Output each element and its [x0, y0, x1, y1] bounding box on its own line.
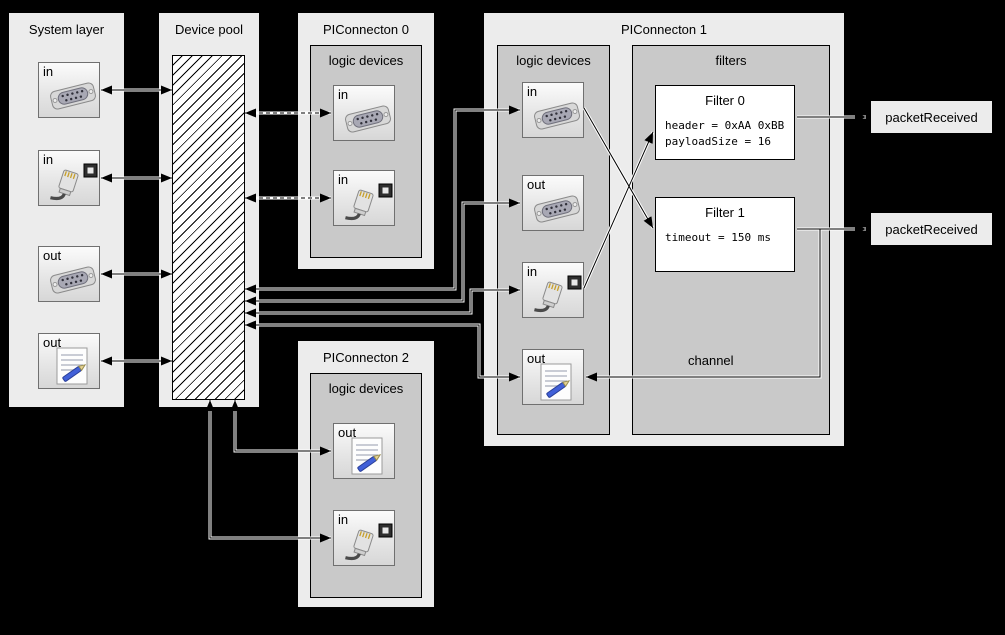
pic0-device-in-serial: in [333, 85, 395, 141]
device-label: in [527, 264, 538, 279]
filter-0-param-payload: payloadSize = 16 [665, 134, 771, 148]
device-label: out [527, 177, 546, 192]
event-label: packetReceived [885, 109, 978, 125]
pic2-device-in-ethernet: in [333, 510, 395, 566]
filter-1-box: Filter 1 timeout = 150 ms [655, 197, 795, 272]
pic0-device-in-ethernet: in [333, 170, 395, 226]
device-label: out [338, 425, 357, 440]
device-label: out [43, 335, 62, 350]
system-layer-title: System layer [28, 22, 105, 37]
piconnecton1-logic-devices-label: logic devices [516, 53, 591, 68]
device-label: in [338, 512, 349, 527]
channel-label: channel [688, 353, 734, 368]
device-pool-hatched-area [172, 55, 245, 400]
device-label: in [43, 152, 54, 167]
system-device-in-ethernet: in [38, 150, 100, 206]
filter-0-title: Filter 0 [705, 93, 745, 108]
ethernet-icon [532, 275, 582, 317]
device-label: out [527, 351, 546, 366]
piconnecton0-title: PIConnecton 0 [322, 22, 409, 37]
pic1-device-in-ethernet: in [522, 262, 584, 318]
serial-port-icon [48, 81, 98, 111]
serial-port-icon [532, 194, 582, 224]
filter-0-param-header: header = 0xAA 0xBB [665, 119, 785, 132]
document-icon [351, 437, 383, 475]
filter-0-params: header = 0xAA 0xBB payloadSize = 16 [656, 108, 794, 150]
edge-pool-pic1-in-ethernet [245, 285, 520, 318]
system-device-out-serial: out [38, 246, 100, 302]
pic1-device-out-document: out [522, 349, 584, 405]
serial-port-icon [343, 104, 393, 134]
device-label: out [43, 248, 62, 263]
device-label: in [43, 64, 54, 79]
piconnecton1-title: PIConnecton 1 [620, 22, 707, 37]
device-pool-title: Device pool [175, 22, 243, 37]
piconnecton0-logic-devices-group: logic devices [310, 45, 422, 258]
document-icon [56, 347, 88, 385]
pic1-device-out-serial: out [522, 175, 584, 231]
piconnecton1-filters-label: filters [715, 53, 747, 68]
device-label: in [338, 172, 349, 187]
filter-0-box: Filter 0 header = 0xAA 0xBB payloadSize … [655, 85, 795, 160]
ethernet-icon [343, 523, 393, 565]
piconnecton2-title: PIConnecton 2 [322, 350, 409, 365]
serial-port-icon [532, 101, 582, 131]
device-label: in [527, 84, 538, 99]
piconnecton2-logic-devices-label: logic devices [328, 381, 404, 396]
system-device-in-serial: in [38, 62, 100, 118]
event-packet-received-1: packetReceived [870, 212, 993, 246]
document-icon [540, 363, 572, 401]
filter-1-params: timeout = 150 ms [656, 220, 794, 246]
system-device-out-document: out [38, 333, 100, 389]
ethernet-icon [343, 183, 393, 225]
filter-1-param-timeout: timeout = 150 ms [665, 231, 771, 244]
device-label: in [338, 87, 349, 102]
event-packet-received-0: packetReceived [870, 100, 993, 134]
pic2-device-out-document: out [333, 423, 395, 479]
ethernet-icon [48, 163, 98, 205]
serial-port-icon [48, 265, 98, 295]
event-label: packetReceived [885, 221, 978, 237]
piconnecton0-logic-devices-label: logic devices [328, 53, 404, 68]
pic1-device-in-serial: in [522, 82, 584, 138]
filter-1-title: Filter 1 [705, 205, 745, 220]
